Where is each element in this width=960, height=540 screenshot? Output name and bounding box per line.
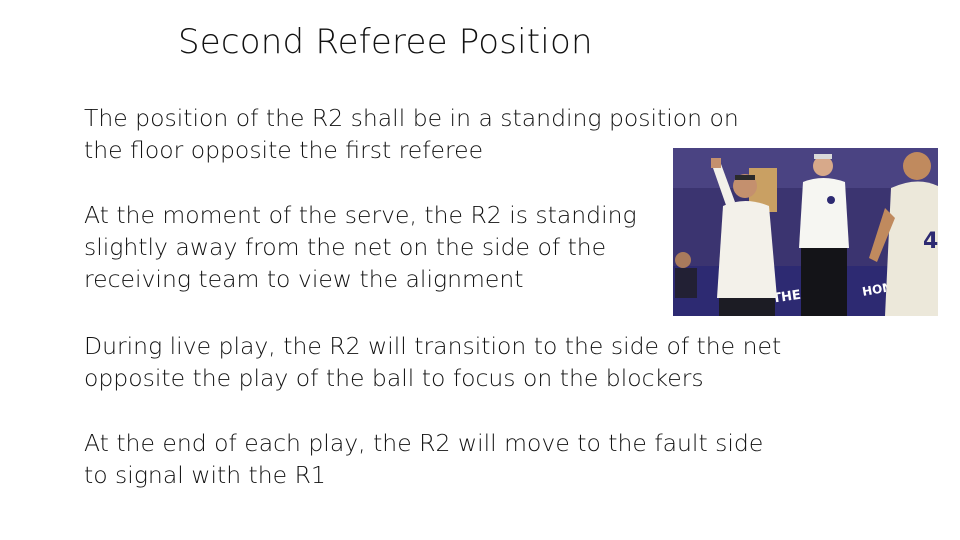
referee-hand	[711, 158, 721, 168]
paragraph-serve-moment: At the moment of the serve, the R2 is st…	[84, 199, 637, 295]
referee-badge	[827, 196, 835, 204]
second-referee-shirt	[799, 178, 849, 248]
player-arm	[869, 208, 895, 262]
referee-photo: S OF THE HOME O 4	[673, 148, 938, 316]
spectator-head	[675, 252, 691, 268]
text-line: slightly away from the net on the side o…	[84, 233, 607, 261]
text-line: At the moment of the serve, the R2 is st…	[84, 201, 637, 229]
text-line: to signal with the R1	[84, 461, 326, 489]
referee-raised-arm	[713, 164, 735, 208]
text-line: opposite the play of the ball to focus o…	[84, 364, 704, 392]
player-number: 4	[923, 229, 938, 254]
text-line: During live play, the R2 will transition…	[84, 332, 782, 360]
referee-shirt	[717, 201, 777, 298]
paragraph-end-of-play: At the end of each play, the R2 will mov…	[84, 427, 763, 491]
slide-title: Second Referee Position	[178, 22, 593, 62]
referee-photo-illustration: S OF THE HOME O 4	[673, 148, 938, 316]
second-referee-head	[813, 156, 833, 176]
text-line: The position of the R2 shall be in a sta…	[84, 104, 739, 132]
second-referee-hair	[814, 154, 832, 159]
text-line: At the end of each play, the R2 will mov…	[84, 429, 764, 457]
second-referee-trousers	[801, 248, 847, 316]
referee-trousers	[719, 298, 775, 316]
referee-hair	[735, 175, 755, 180]
spectator-body	[675, 268, 697, 298]
paragraph-live-play: During live play, the R2 will transition…	[84, 330, 781, 394]
player-jersey	[885, 181, 938, 316]
paragraph-r2-standing-position: The position of the R2 shall be in a sta…	[84, 102, 739, 166]
text-line: receiving team to view the alignment	[84, 265, 524, 293]
text-line: the floor opposite the first referee	[84, 136, 484, 164]
player-head	[903, 152, 931, 180]
